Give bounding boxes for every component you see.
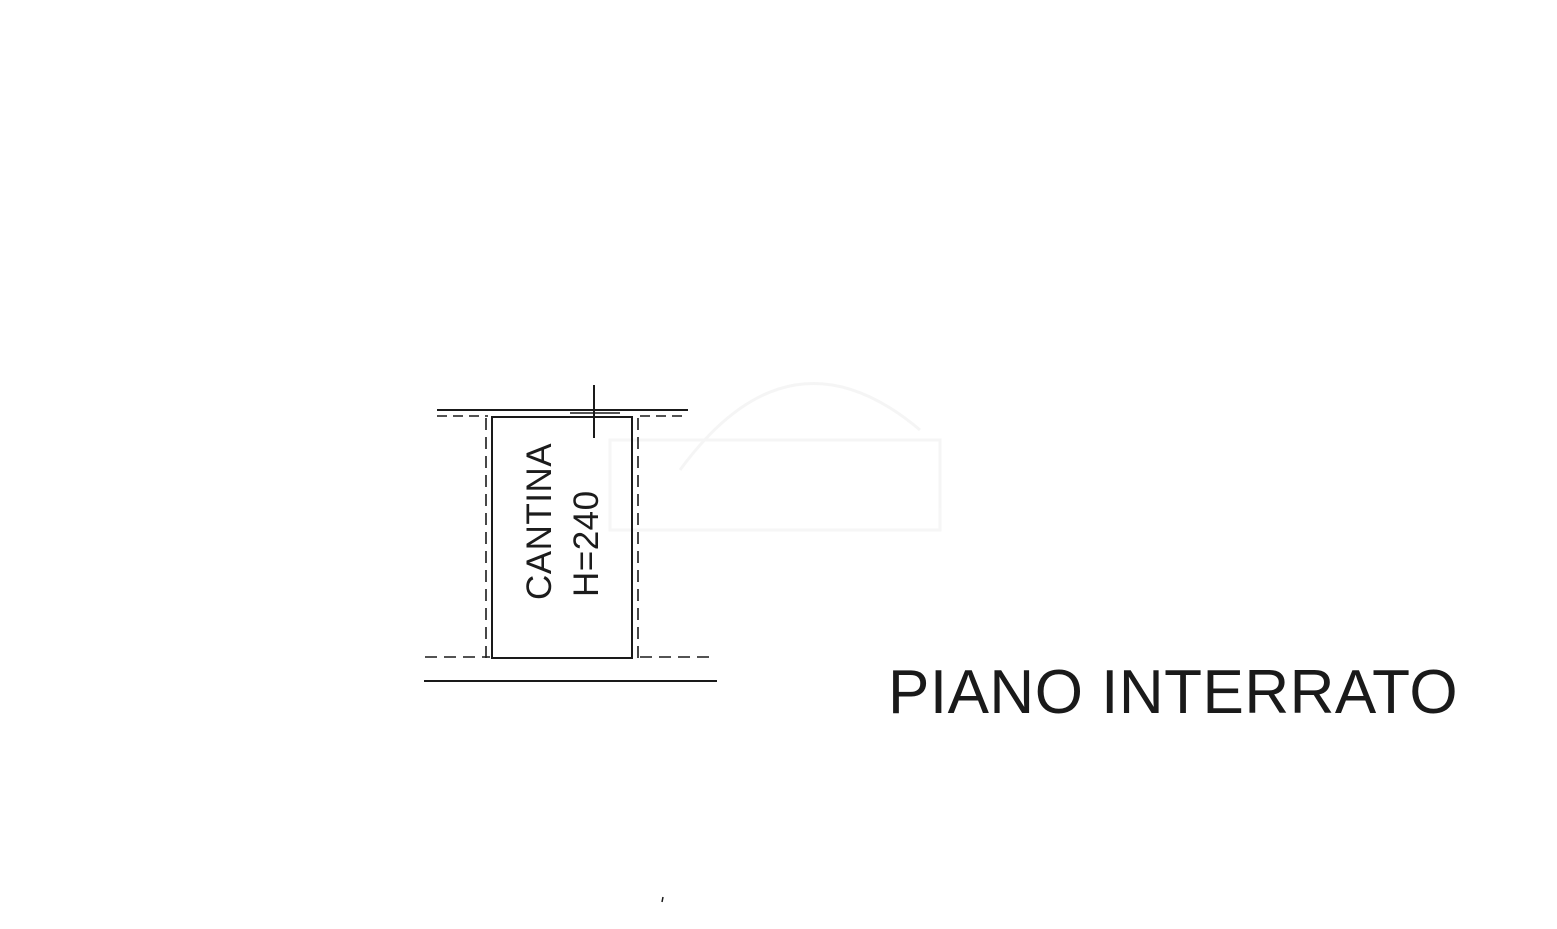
top-wall: [437, 409, 688, 417]
cantina-room-outline: [491, 416, 633, 659]
watermark: [608, 382, 942, 532]
stray-mark: [661, 896, 664, 903]
floor-title: PIANO INTERRATO: [888, 658, 1459, 727]
bottom-wall: [424, 656, 717, 682]
room-height-label: H=240: [567, 490, 606, 597]
room-name-label: CANTINA: [520, 443, 559, 600]
